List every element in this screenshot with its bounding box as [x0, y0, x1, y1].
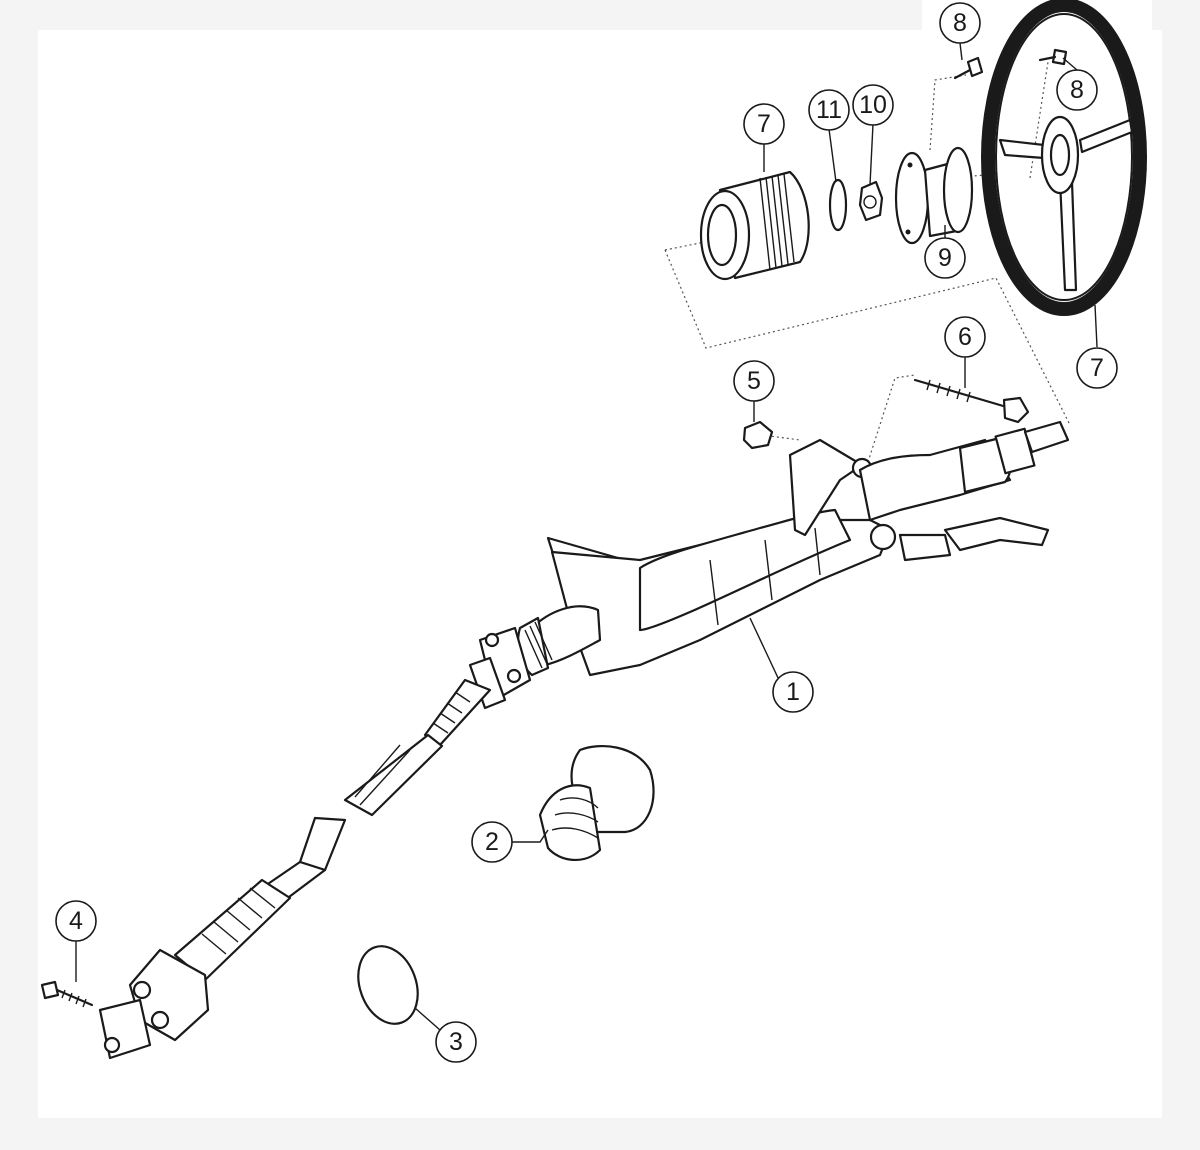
callout-5-label: 5: [747, 367, 761, 395]
callout-2-label: 2: [485, 828, 499, 856]
callout-7-wheel: 7: [1076, 347, 1118, 389]
callout-3-label: 3: [449, 1028, 463, 1056]
bolt-6: [913, 378, 1030, 424]
callout-8-left: 8: [939, 2, 981, 44]
callout-7-wheel-label: 7: [1090, 354, 1104, 382]
hub-adapter-9: [894, 146, 974, 245]
callout-11: 11: [808, 89, 850, 131]
callout-5: 5: [733, 360, 775, 402]
callout-9: 9: [924, 237, 966, 279]
callout-4: 4: [55, 900, 97, 942]
column-boot-2: [538, 744, 655, 862]
callout-1-label: 1: [786, 678, 800, 706]
nut-10: [858, 180, 884, 222]
callout-11-label: 11: [816, 96, 842, 124]
bolt-8-right: [1038, 48, 1068, 66]
lower-universal-joint: [98, 948, 210, 1060]
callout-6-label: 6: [958, 323, 972, 351]
callout-leaders: [75, 42, 1098, 1031]
intermediate-steering-shaft: [173, 626, 532, 982]
bolt-8-left: [953, 56, 984, 80]
bolt-4: [40, 980, 94, 1008]
steering-wheel-7: [981, 0, 1147, 316]
plug-3: [357, 945, 419, 1025]
callout-10-label: 10: [859, 91, 887, 119]
o-ring-11: [828, 178, 848, 232]
callout-7-shroud-label: 7: [757, 110, 771, 138]
nut-5: [742, 420, 774, 450]
callout-9-label: 9: [938, 244, 952, 272]
column-shroud-7: [699, 170, 810, 281]
callout-8-left-label: 8: [953, 9, 967, 37]
callout-4-label: 4: [69, 907, 83, 935]
callout-6: 6: [944, 316, 986, 358]
callout-2: 2: [471, 821, 513, 863]
callout-8-right-label: 8: [1070, 76, 1084, 104]
callout-7-shroud: 7: [743, 103, 785, 145]
steering-column-housing: [516, 420, 1070, 677]
callout-10: 10: [852, 84, 894, 126]
callout-1: 1: [772, 671, 814, 713]
callout-8-right: 8: [1056, 69, 1098, 111]
callout-3: 3: [435, 1021, 477, 1063]
